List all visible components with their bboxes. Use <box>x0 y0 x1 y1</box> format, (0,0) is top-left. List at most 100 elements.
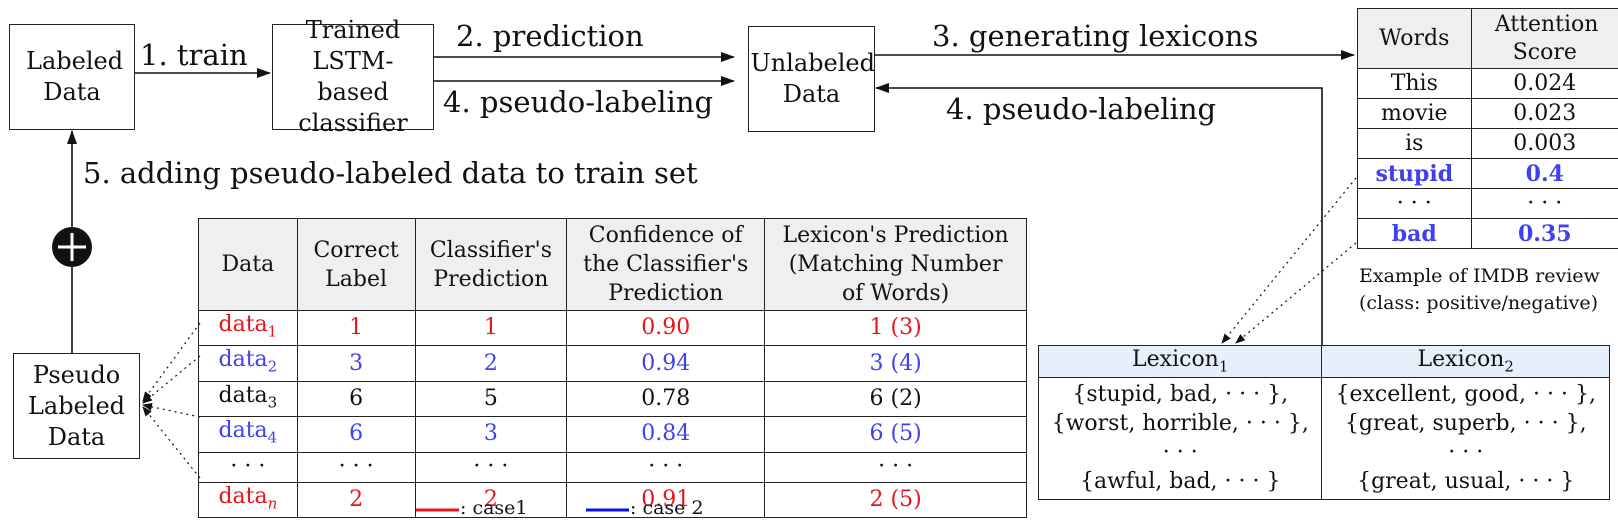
cell-lexicon-prediction: 3 (4) <box>764 345 1027 382</box>
cell-correct-label: 1 <box>296 309 416 347</box>
col-header-confidence-text: Confidence of the Classifier's Predictio… <box>583 223 749 306</box>
lexicon-2-entry: {great, usual, · · · } <box>1357 469 1575 494</box>
pseudo-labeled-data-label: Pseudo Labeled Data <box>27 360 126 451</box>
cell-classifier-prediction: · · · <box>414 451 568 483</box>
col-header-data: Data <box>198 218 298 311</box>
col-header-classifier-prediction: Classifier's Prediction <box>414 218 568 311</box>
trained-classifier-box: Trained LSTM-based classifier <box>272 16 434 137</box>
attention-header-score: Attention Score <box>1470 8 1618 69</box>
cell-data-name: data <box>218 312 268 337</box>
lexicon-2-entry: {great, superb, · · · }, <box>1344 411 1587 436</box>
pseudo-labeled-data-box: Pseudo Labeled Data <box>13 353 140 459</box>
labeled-data-box: Labeled Data <box>9 24 135 130</box>
legend-case1: : case1 <box>460 497 528 519</box>
col-header-correct-label: Correct Label <box>296 218 416 311</box>
attention-score: · · · <box>1470 188 1618 219</box>
cell-data: · · · <box>198 451 298 483</box>
cell-classifier-prediction: 1 <box>414 309 568 347</box>
cell-confidence: 0.78 <box>566 380 766 418</box>
step-pseudo-labeling-right-label: 4. pseudo-labeling <box>946 92 1217 126</box>
attention-score: 0.4 <box>1470 158 1618 189</box>
col-header-lexicon-prediction-text: Lexicon's Prediction (Matching Number of… <box>782 223 1009 306</box>
lexicon-header-1: Lexicon1 <box>1037 345 1323 378</box>
trained-classifier-label: Trained LSTM-based classifier <box>298 16 408 137</box>
attention-header-words: Words <box>1357 8 1472 69</box>
lexicon-1-entry: · · · <box>1162 440 1198 465</box>
cell-data-index: 1 <box>267 322 278 341</box>
col-header-confidence: Confidence of the Classifier's Predictio… <box>566 218 766 311</box>
cell-data: data4 <box>198 416 298 453</box>
cell-classifier-prediction: 2 <box>414 481 568 518</box>
cell-correct-label: 6 <box>296 416 416 453</box>
lexicon-1-entry: {awful, bad, · · · } <box>1079 469 1281 494</box>
lexicon-header-2: Lexicon2 <box>1321 345 1610 378</box>
cell-lexicon-prediction: · · · <box>764 451 1027 483</box>
unlabeled-data-label: Unlabeled Data <box>750 49 875 108</box>
cell-confidence: 0.94 <box>566 345 766 382</box>
pseudo-label-table: Data Correct Label Classifier's Predicti… <box>198 218 1027 518</box>
dotted-row-links <box>142 322 201 479</box>
cell-confidence: 0.91 <box>566 481 766 518</box>
attention-row: · · ·· · · <box>1357 188 1618 219</box>
cell-data-name: data <box>218 483 268 509</box>
labeled-data-label: Labeled Data <box>26 47 124 106</box>
attention-word: · · · <box>1357 188 1472 219</box>
attention-score: 0.023 <box>1470 98 1618 129</box>
cell-lexicon-prediction: 6 (5) <box>764 416 1027 453</box>
attention-word: bad <box>1357 218 1472 249</box>
cell-data-name: data <box>218 347 268 373</box>
lexicon-header-2-name: Lexicon <box>1417 347 1505 373</box>
cell-lexicon-prediction: 2 (5) <box>764 481 1027 518</box>
attention-caption: Example of IMDB review (class: positive/… <box>1359 263 1618 317</box>
cell-data: data3 <box>198 380 298 418</box>
table-row: · · ·· · ·· · ·· · ·· · · <box>198 451 1027 483</box>
cell-correct-label: · · · <box>296 451 416 483</box>
attention-score: 0.024 <box>1470 68 1618 99</box>
step-pseudo-labeling-left-label: 4. pseudo-labeling <box>443 85 714 119</box>
plus-icon <box>52 227 92 267</box>
cell-data-name: data <box>218 382 268 408</box>
cell-correct-label: 2 <box>296 481 416 518</box>
cell-data-index: 2 <box>267 357 278 376</box>
cell-correct-label: 3 <box>296 345 416 382</box>
attention-score: 0.35 <box>1470 218 1618 249</box>
attention-score: 0.003 <box>1470 128 1618 159</box>
attention-word: is <box>1357 128 1472 159</box>
cell-data: data2 <box>198 345 298 382</box>
step-train-label: 1. train <box>140 38 248 72</box>
cell-data-index: 4 <box>267 428 278 447</box>
legend-case2: : case 2 <box>630 497 704 519</box>
lexicon-header-2-sub: 2 <box>1504 357 1514 376</box>
cell-data-index: n <box>267 493 278 512</box>
cell-data-index: 3 <box>267 393 278 412</box>
lexicon-2-entries: {excellent, good, · · · }, {great, super… <box>1321 377 1610 500</box>
lexicon-1-entries: {stupid, bad, · · · }, {worst, horrible,… <box>1037 377 1323 500</box>
attention-caption-line1: Example of IMDB review <box>1359 265 1600 287</box>
col-header-classifier-prediction-text: Classifier's Prediction <box>429 237 552 292</box>
cell-correct-label: 6 <box>296 380 416 418</box>
lexicon-header-1-sub: 1 <box>1218 357 1229 376</box>
unlabeled-data-box: Unlabeled Data <box>748 26 875 132</box>
lexicon-table: Lexicon1 Lexicon2 {stupid, bad, · · · },… <box>1037 345 1610 500</box>
cell-data: data1 <box>198 309 298 347</box>
arrow-pseudo-labeling-right <box>875 83 1323 345</box>
attention-word: stupid <box>1357 158 1472 189</box>
step-generating-lexicons-label: 3. generating lexicons <box>932 19 1259 53</box>
attention-header-score-text: Attention Score <box>1494 11 1599 65</box>
cell-classifier-prediction: 2 <box>414 345 568 382</box>
cell-classifier-prediction: 5 <box>414 380 568 418</box>
cell-data: datan <box>198 481 298 518</box>
cell-lexicon-prediction: 6 (2) <box>764 380 1027 418</box>
cell-classifier-prediction: 3 <box>414 416 568 453</box>
attention-word: This <box>1357 68 1472 99</box>
